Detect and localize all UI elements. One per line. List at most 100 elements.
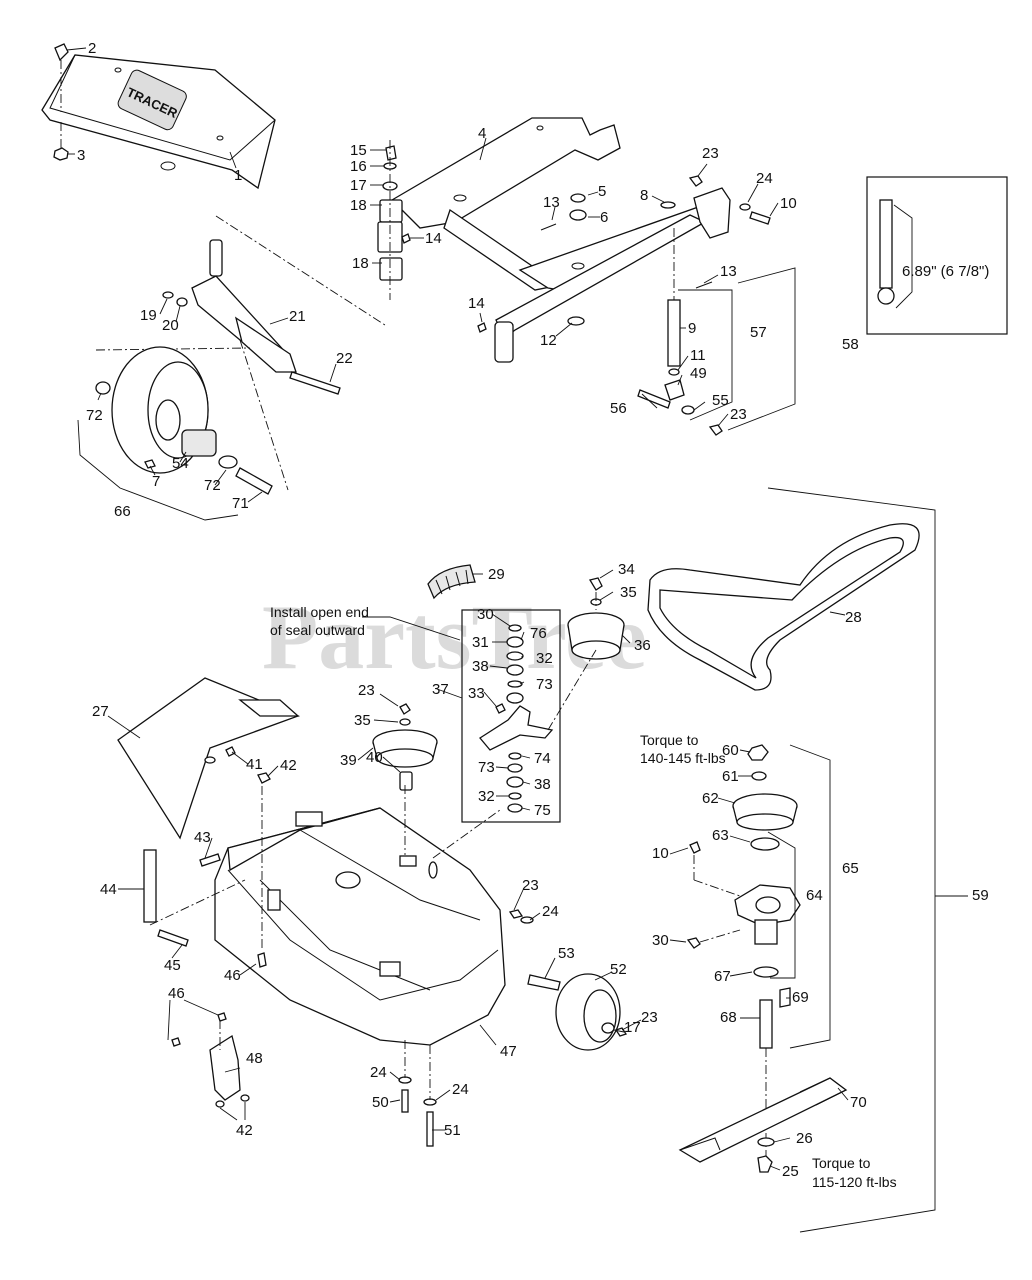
callout-52: 52 <box>610 961 627 978</box>
axle-frame <box>390 117 731 363</box>
callout-68: 68 <box>720 1009 737 1026</box>
blade-spindle-assembly <box>678 744 848 1173</box>
callout-42: 42 <box>280 757 297 774</box>
callout-32b: 32 <box>478 788 495 805</box>
callout-24b: 24 <box>542 903 559 920</box>
callout-14: 14 <box>425 230 442 247</box>
callout-45: 45 <box>164 957 181 974</box>
callout-35: 35 <box>620 584 637 601</box>
callout-25: 25 <box>782 1163 799 1180</box>
callout-23b: 23 <box>730 406 747 423</box>
callout-35b: 35 <box>354 712 371 729</box>
callout-61: 61 <box>722 768 739 785</box>
callout-1: 1 <box>234 167 242 184</box>
seal-note-line1: Install open end <box>270 604 369 620</box>
bracket-58 <box>727 267 796 431</box>
callout-22: 22 <box>336 350 353 367</box>
callout-39: 39 <box>340 752 357 769</box>
torque-bottom-line2: 115-120 ft-lbs <box>812 1174 897 1190</box>
callout-40: 40 <box>366 749 383 766</box>
callout-15: 15 <box>350 142 367 159</box>
knob-part2 <box>54 43 69 112</box>
callout-69: 69 <box>792 989 809 1006</box>
callout-17: 17 <box>350 177 367 194</box>
callout-19: 19 <box>140 307 157 324</box>
callout-51: 51 <box>444 1122 461 1139</box>
torque-top-line1: Torque to <box>640 732 699 748</box>
callout-65: 65 <box>842 860 859 877</box>
callout-18b: 18 <box>352 255 369 272</box>
callout-14b: 14 <box>468 295 485 312</box>
callout-8: 8 <box>640 187 648 204</box>
callout-23e: 23 <box>641 1009 658 1026</box>
caster-wheel-assembly <box>77 339 289 521</box>
callout-59: 59 <box>972 887 989 904</box>
seal-29 <box>427 564 476 600</box>
callout-34: 34 <box>618 561 635 578</box>
callout-70: 70 <box>850 1094 867 1111</box>
callout-29: 29 <box>488 566 505 583</box>
bracket-65 <box>789 744 831 1049</box>
callout-71: 71 <box>232 495 249 512</box>
callout-74: 74 <box>534 750 551 767</box>
callout-18: 18 <box>350 197 367 214</box>
mower-deck-47 <box>214 785 506 1046</box>
callout-63: 63 <box>712 827 729 844</box>
callout-labels: 2 3 1 4 15 16 17 18 14 18 13 5 6 8 23 24… <box>77 40 989 1180</box>
callout-26: 26 <box>796 1130 813 1147</box>
callout-3: 3 <box>77 147 85 164</box>
callout-16: 16 <box>350 158 367 175</box>
bracket-59 <box>767 487 936 1233</box>
callout-6: 6 <box>600 209 608 226</box>
callout-47: 47 <box>500 1043 517 1060</box>
callout-36: 36 <box>634 637 651 654</box>
callout-12: 12 <box>540 332 557 349</box>
callout-72b: 72 <box>204 477 221 494</box>
callout-11: 11 <box>690 347 706 364</box>
callout-62: 62 <box>702 790 719 807</box>
callout-48: 48 <box>246 1050 263 1067</box>
callout-60: 60 <box>722 742 739 759</box>
callout-73b: 73 <box>478 759 495 776</box>
callout-7: 7 <box>152 473 160 490</box>
callout-21: 21 <box>289 308 306 325</box>
inset-dimension: 6.89" (6 7/8") <box>902 263 989 280</box>
bracket-57 <box>678 289 733 421</box>
leader-37 <box>436 688 463 699</box>
callout-27: 27 <box>92 703 109 720</box>
callout-9: 9 <box>688 320 696 337</box>
callout-23c: 23 <box>358 682 375 699</box>
torque-top-line2: 140-145 ft-lbs <box>640 750 726 766</box>
callout-56: 56 <box>610 400 627 417</box>
callout-5: 5 <box>598 183 606 200</box>
nut-part3 <box>53 122 69 161</box>
callout-43: 43 <box>194 829 211 846</box>
callout-31: 31 <box>472 634 489 651</box>
seal-note-line2: of seal outward <box>270 622 365 638</box>
callout-23d: 23 <box>522 877 539 894</box>
callout-50: 50 <box>372 1094 389 1111</box>
callout-20: 20 <box>162 317 179 334</box>
callout-38b: 38 <box>534 776 551 793</box>
belt-28 <box>647 523 920 691</box>
callout-46b: 46 <box>168 985 185 1002</box>
drive-pulley-39 <box>372 703 438 791</box>
callout-4: 4 <box>478 125 486 142</box>
torque-bottom-line1: Torque to <box>812 1155 871 1171</box>
logo-cover-plate: TRACER <box>41 54 276 190</box>
callout-17b: 17 <box>624 1019 641 1036</box>
callout-64: 64 <box>806 887 823 904</box>
callout-30b: 30 <box>652 932 669 949</box>
callout-32: 32 <box>536 650 553 667</box>
leader-seal-note <box>362 616 461 641</box>
callout-13: 13 <box>543 194 560 211</box>
callout-38: 38 <box>472 658 489 675</box>
bracket-64 <box>767 831 796 979</box>
callout-24d: 24 <box>452 1081 469 1098</box>
callout-44: 44 <box>100 881 117 898</box>
callout-53: 53 <box>558 945 575 962</box>
caster-arm <box>95 215 386 395</box>
callout-24c: 24 <box>370 1064 387 1081</box>
